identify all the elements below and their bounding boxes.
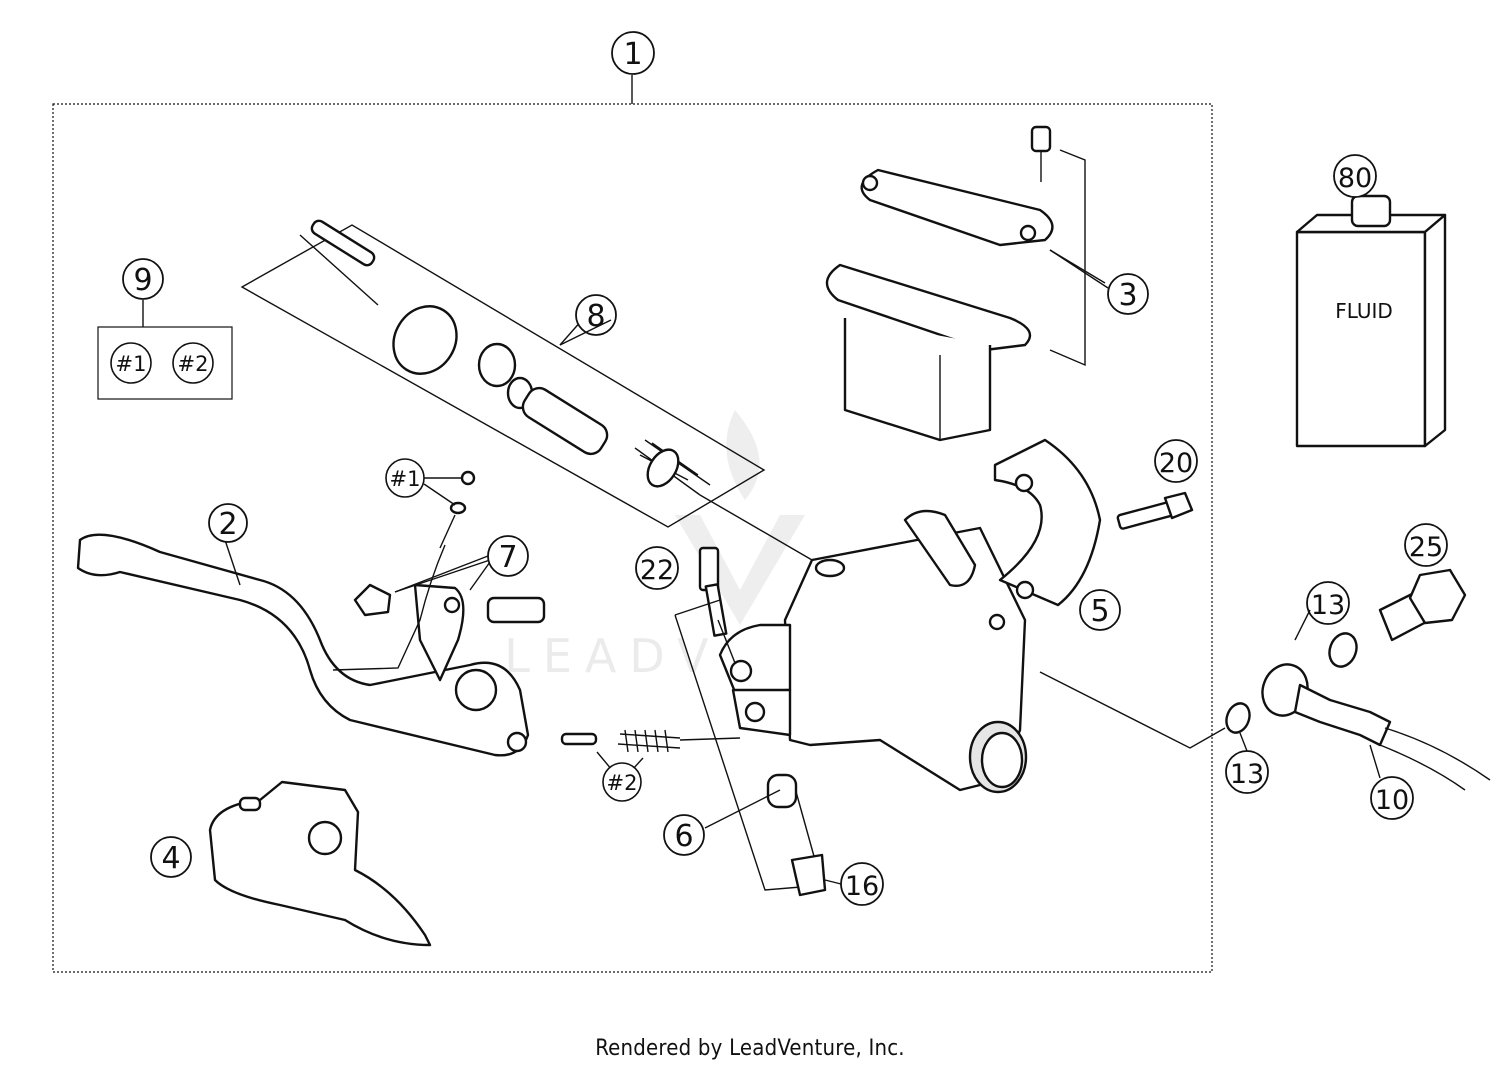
- pivot-bolt: [698, 546, 736, 664]
- footer-credit: Rendered by LeadVenture, Inc.: [595, 1036, 905, 1061]
- brake-line-fittings: [1225, 568, 1491, 791]
- callout-label: 4: [161, 841, 180, 876]
- kit9-ref2: #2: [178, 352, 209, 376]
- kit9-ref1: #1: [116, 352, 147, 376]
- lever-guard: [208, 780, 432, 947]
- callout-label: 3: [1118, 278, 1137, 313]
- callout-6: 6: [663, 814, 705, 856]
- callout-label: 22: [640, 555, 674, 586]
- callout-3: 3: [1107, 273, 1149, 315]
- ref-1-callout: #1: [385, 458, 425, 498]
- assembly-box: [52, 103, 1213, 973]
- fluid-label: FLUID: [1335, 299, 1393, 323]
- fluid-bottle: FLUID: [1295, 194, 1447, 448]
- adjuster-assembly: [332, 470, 546, 682]
- callout-22: 22: [635, 546, 679, 590]
- callout-10: 10: [1370, 776, 1414, 820]
- callout-label: 13: [1230, 759, 1264, 790]
- callout-label: 16: [845, 871, 879, 902]
- callout-label: 20: [1159, 448, 1193, 479]
- callout-5: 5: [1079, 589, 1121, 631]
- callout-20: 20: [1154, 439, 1198, 483]
- callout-1: 1: [611, 31, 655, 75]
- callout-label: 80: [1338, 163, 1372, 194]
- callout-label: 13: [1311, 590, 1345, 621]
- clamp-bolt: [1116, 491, 1194, 530]
- callout-label: 7: [498, 540, 517, 575]
- ref-2-label: #2: [607, 771, 638, 795]
- seal-kit-box: #1 #2: [97, 300, 233, 400]
- ref-2-callout: #2: [602, 762, 642, 802]
- callout-13-lower: 13: [1225, 750, 1269, 794]
- callout-label: 25: [1409, 532, 1443, 563]
- callout-80: 80: [1333, 154, 1377, 198]
- callout-8: 8: [575, 294, 617, 336]
- master-cylinder-body: [718, 509, 1226, 794]
- pin-and-spring: [560, 729, 741, 771]
- callout-label: 10: [1375, 785, 1409, 816]
- callout-label: 6: [674, 819, 693, 854]
- callout-4: 4: [150, 836, 192, 878]
- callout-16: 16: [840, 862, 884, 906]
- callout-25: 25: [1404, 523, 1448, 567]
- callout-9: 9: [122, 258, 164, 300]
- handlebar-clamp: [993, 438, 1102, 607]
- callout-label: 1: [623, 37, 642, 72]
- brake-lever: [76, 533, 530, 757]
- callout-label: 9: [133, 263, 152, 298]
- callout-2: 2: [208, 503, 248, 543]
- callout-label: 2: [218, 507, 237, 542]
- callout-7: 7: [487, 535, 529, 577]
- ref-1-label: #1: [390, 467, 421, 491]
- callout-label: 5: [1090, 594, 1109, 629]
- callout-label: 8: [586, 299, 605, 334]
- callout-13-upper: 13: [1306, 581, 1350, 625]
- piston-kit: [240, 219, 813, 561]
- reservoir-cover: [825, 125, 1106, 442]
- bushing-group: [674, 599, 827, 897]
